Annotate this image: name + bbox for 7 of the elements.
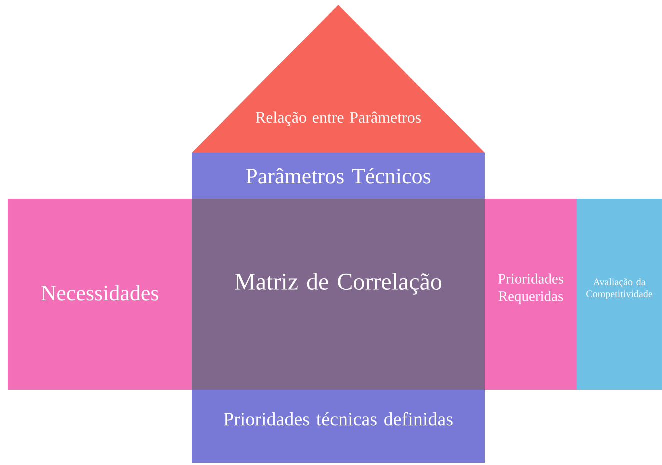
priorities-box: Prioridades Requeridas: [485, 199, 577, 390]
parameters-band: Parâmetros Técnicos: [192, 153, 485, 199]
evaluation-box: Avaliação da Competitividade: [577, 199, 662, 390]
needs-box: Necessidades: [8, 199, 192, 390]
priorities-band: Prioridades técnicas definidas: [192, 390, 485, 463]
matrix-box: Matriz de Correlação: [192, 199, 485, 390]
roof-triangle: Relação entre Parâmetros: [192, 5, 485, 153]
